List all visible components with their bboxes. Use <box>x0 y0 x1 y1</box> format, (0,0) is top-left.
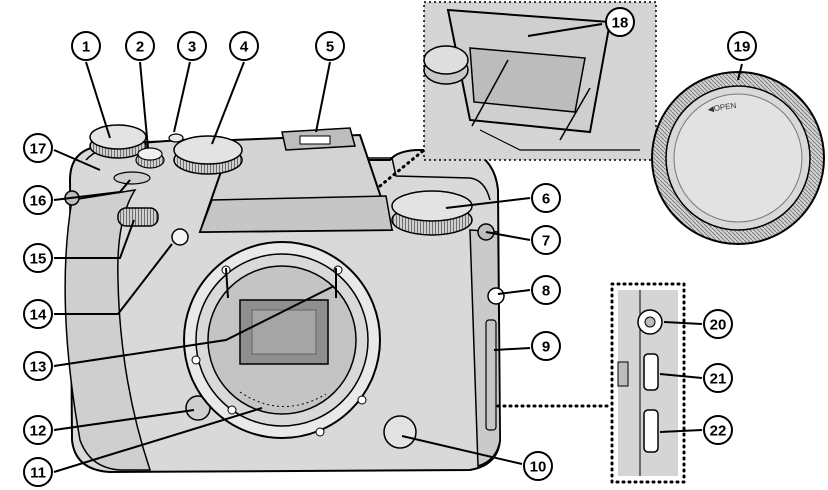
callout-6: 6 <box>531 183 561 213</box>
callout-circle <box>23 243 53 273</box>
callout-number: 17 <box>30 141 47 158</box>
callout-number: 15 <box>30 251 47 268</box>
callout-13: 13 <box>23 351 53 381</box>
flash-leader <box>378 148 426 188</box>
microphone <box>487 287 505 305</box>
callout-circle <box>23 351 53 381</box>
callout-number: 4 <box>240 39 249 56</box>
callout-circle <box>531 183 561 213</box>
callout-number: 1 <box>82 39 90 56</box>
callout-18: 18 <box>605 7 635 37</box>
body-cap-label: ◀OPEN <box>707 101 737 114</box>
focus-mode-selector <box>383 415 417 449</box>
callout-10: 10 <box>523 451 553 481</box>
on-off-lever <box>113 171 151 185</box>
callout-number: 19 <box>734 39 751 56</box>
callout-number: 9 <box>542 339 550 356</box>
callout-8: 8 <box>531 275 561 305</box>
callout-number: 21 <box>710 371 727 388</box>
callout-circle <box>703 363 733 393</box>
callout-number: 14 <box>30 307 47 324</box>
callout-17: 17 <box>23 133 53 163</box>
callout-number: 8 <box>542 283 550 300</box>
body-cap: ◀OPEN <box>651 71 825 245</box>
usb-port <box>643 353 659 391</box>
callout-circle <box>177 31 207 61</box>
ports-inset <box>610 282 686 484</box>
callout-circle <box>23 185 53 215</box>
callout-number: 7 <box>542 233 550 250</box>
callout-circle <box>125 31 155 61</box>
callout-3: 3 <box>177 31 207 61</box>
camera-grip <box>64 188 152 471</box>
callout-number: 2 <box>136 39 144 56</box>
callout-number: 12 <box>30 423 47 440</box>
callout-12: 12 <box>23 415 53 445</box>
callout-circle <box>23 415 53 445</box>
callout-circle <box>531 331 561 361</box>
callout-19: 19 <box>727 31 757 61</box>
callout-1: 1 <box>71 31 101 61</box>
callout-number: 3 <box>188 39 196 56</box>
callout-circle <box>229 31 259 61</box>
callout-circle <box>727 31 757 61</box>
callout-number: 20 <box>710 317 727 334</box>
exposure-dial <box>391 190 473 236</box>
callout-circle <box>531 275 561 305</box>
callout-circle <box>703 309 733 339</box>
drive-dial <box>89 124 147 159</box>
callout-5: 5 <box>315 31 345 61</box>
callout-11: 11 <box>23 457 53 487</box>
callout-circle <box>23 133 53 163</box>
callout-number: 18 <box>612 15 629 32</box>
front-command-dial <box>117 207 159 227</box>
callout-circle <box>71 31 101 61</box>
hdmi-port <box>643 409 659 453</box>
callout-14: 14 <box>23 299 53 329</box>
shutter-button <box>135 147 165 169</box>
viewfinder-front <box>198 195 393 233</box>
function-button <box>168 133 184 143</box>
lens-release-button <box>185 395 211 421</box>
callout-2: 2 <box>125 31 155 61</box>
af-assist-lamp <box>171 228 189 246</box>
callout-circle <box>23 299 53 329</box>
callout-number: 11 <box>30 465 46 482</box>
callout-circle <box>531 225 561 255</box>
callout-number: 5 <box>326 39 334 56</box>
callout-7: 7 <box>531 225 561 255</box>
callout-4: 4 <box>229 31 259 61</box>
shutter-speed-dial <box>173 135 243 175</box>
hot-shoe <box>281 127 356 151</box>
callout-number: 16 <box>30 193 47 210</box>
leader-lines <box>53 23 743 473</box>
callout-22: 22 <box>703 415 733 445</box>
callout-16: 16 <box>23 185 53 215</box>
callout-9: 9 <box>531 331 561 361</box>
callout-number: 22 <box>710 423 727 440</box>
callout-circle <box>523 451 553 481</box>
callout-15: 15 <box>23 243 53 273</box>
callout-number: 10 <box>530 459 547 476</box>
callout-number: 13 <box>30 359 47 376</box>
callout-circle <box>703 415 733 445</box>
callout-circle <box>315 31 345 61</box>
callout-21: 21 <box>703 363 733 393</box>
camera-body <box>64 124 505 474</box>
callout-number: 6 <box>542 191 550 208</box>
callout-circle <box>605 7 635 37</box>
side-port-cover <box>485 319 497 431</box>
callout-circle <box>23 457 53 487</box>
callout-20: 20 <box>703 309 733 339</box>
